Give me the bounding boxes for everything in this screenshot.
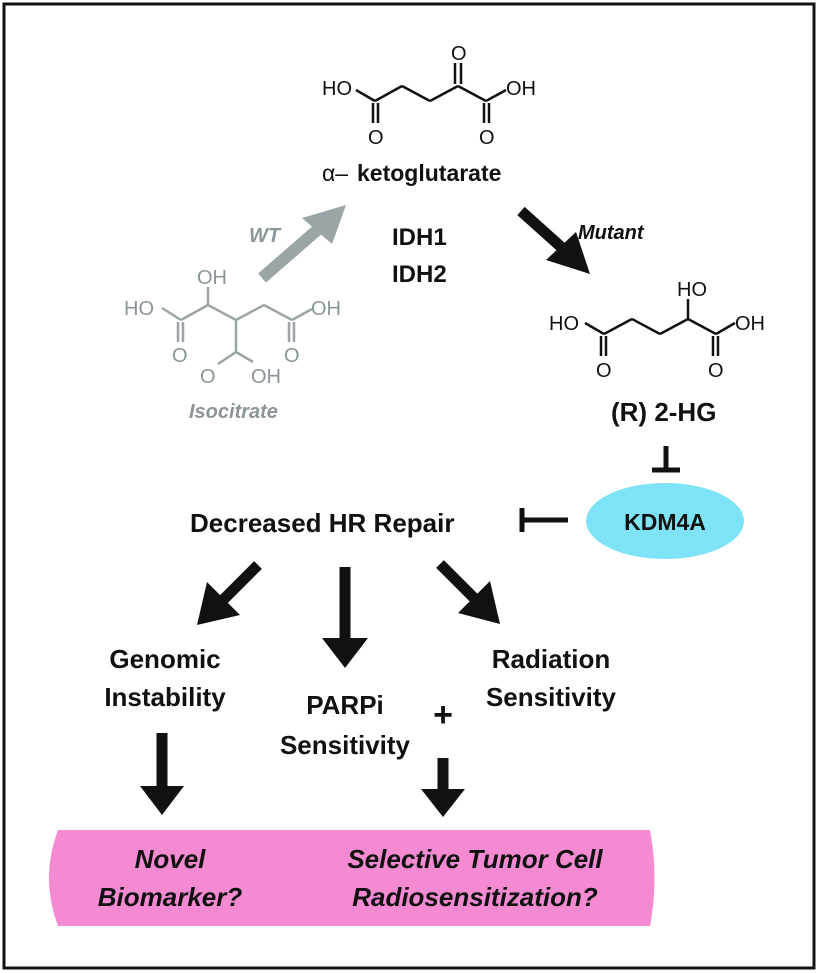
arrow-to-parpi-sensitivity [322, 567, 368, 668]
akg-o-left-label: O [368, 127, 384, 149]
alpha-ketoglutarate-structure [355, 63, 507, 123]
akg-o-right-label: O [479, 127, 495, 149]
kdm4a-inhibits-hr-repair [519, 508, 568, 532]
plus-sign: + [433, 696, 453, 734]
ketoglutarate-label: ketoglutarate [357, 160, 501, 186]
parpi-label: PARPi [306, 690, 384, 720]
iso-ho-left-label: HO [124, 298, 154, 320]
mutant-label: Mutant [578, 222, 645, 244]
outcome-box [49, 830, 655, 926]
hg-o-left-label: O [596, 360, 612, 382]
radiosensitization-label: Radiosensitization? [352, 882, 598, 912]
iso-o-bottom-label: O [200, 366, 216, 388]
arrow-to-genomic-instability [197, 561, 262, 625]
hg-oh-right-label: OH [735, 313, 765, 335]
isocitrate-structure [161, 287, 313, 366]
mutant-arrow [517, 206, 590, 274]
2hg-structure [584, 299, 736, 356]
wt-arrow [258, 205, 346, 283]
iso-o-left-label: O [172, 345, 188, 367]
radiation-label: Radiation [492, 644, 610, 674]
wt-label: WT [249, 225, 282, 247]
instability-label: Instability [104, 682, 226, 712]
iso-o-right-label: O [284, 345, 300, 367]
kdm4a-label: KDM4A [624, 509, 706, 535]
isocitrate-label: Isocitrate [189, 401, 278, 423]
arrow-to-radiosensitization [421, 758, 465, 817]
iso-oh-top-label: OH [197, 267, 227, 289]
hg-o-right-label: O [708, 360, 724, 382]
akg-oh-label: OH [506, 78, 536, 100]
biomarker-label: Biomarker? [98, 882, 243, 912]
idh1-label: IDH1 [392, 224, 447, 251]
r-2hg-label: (R) 2-HG [611, 397, 716, 427]
alpha-prefix: α– [322, 160, 348, 186]
radiation-sensitivity-label: Sensitivity [486, 682, 617, 712]
hg-ho-label: HO [549, 313, 579, 335]
genomic-label: Genomic [109, 644, 220, 674]
iso-oh-right-label: OH [311, 298, 341, 320]
kdm4a-node [586, 483, 744, 559]
selective-tumor-cell-label: Selective Tumor Cell [347, 844, 603, 874]
akg-ho-label: HO [322, 78, 352, 100]
parpi-sensitivity-label: Sensitivity [280, 730, 411, 760]
iso-oh-bottom-label: OH [251, 366, 281, 388]
akg-keto-o-label: O [451, 43, 467, 65]
decreased-hr-repair-label: Decreased HR Repair [190, 508, 454, 538]
novel-label: Novel [135, 844, 207, 874]
hg-oh-top-label: HO [677, 279, 707, 301]
idh2-label: IDH2 [392, 261, 447, 288]
2hg-inhibits-kdm4a [652, 446, 680, 473]
arrow-to-novel-biomarker [140, 733, 184, 815]
arrow-to-radiation-sensitivity [436, 560, 500, 624]
